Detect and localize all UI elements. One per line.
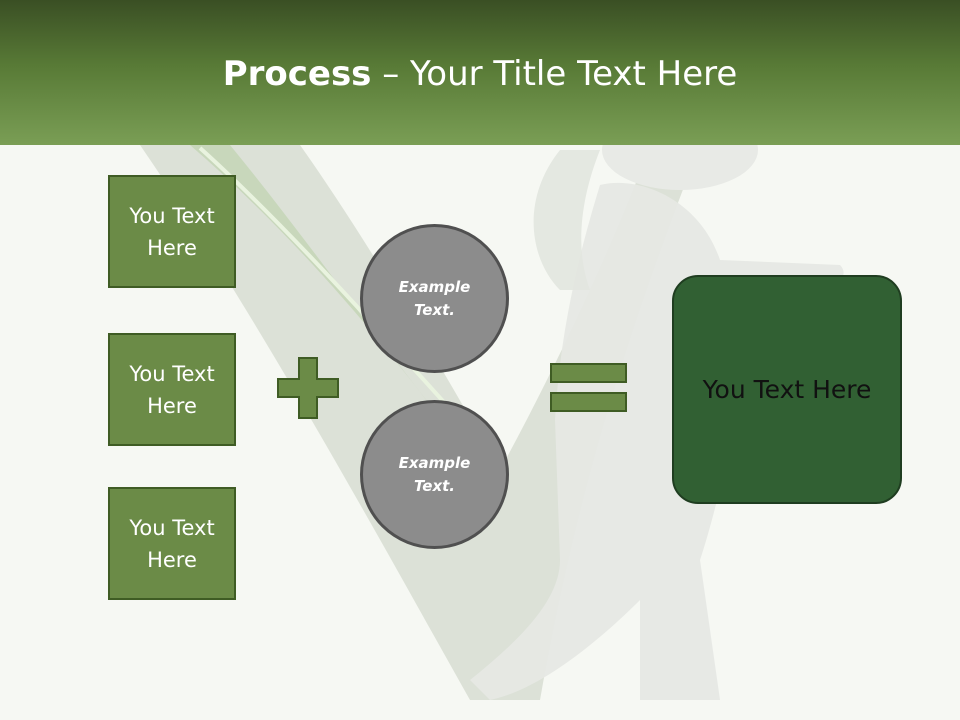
equals-bar-bottom bbox=[550, 392, 627, 412]
equals-bar-top bbox=[550, 363, 627, 383]
process-box-1: You Text Here bbox=[108, 175, 236, 288]
slide-title: Process – Your Title Text Here bbox=[0, 52, 960, 96]
title-rest: – Your Title Text Here bbox=[371, 54, 738, 94]
process-box-2: You Text Here bbox=[108, 333, 236, 446]
result-box: You Text Here bbox=[672, 275, 902, 504]
example-circle-2: Example Text. bbox=[360, 400, 509, 549]
plus-icon bbox=[277, 357, 339, 419]
title-bold: Process bbox=[222, 54, 372, 94]
process-box-3: You Text Here bbox=[108, 487, 236, 600]
title-bar bbox=[0, 0, 960, 145]
example-circle-1: Example Text. bbox=[360, 224, 509, 373]
